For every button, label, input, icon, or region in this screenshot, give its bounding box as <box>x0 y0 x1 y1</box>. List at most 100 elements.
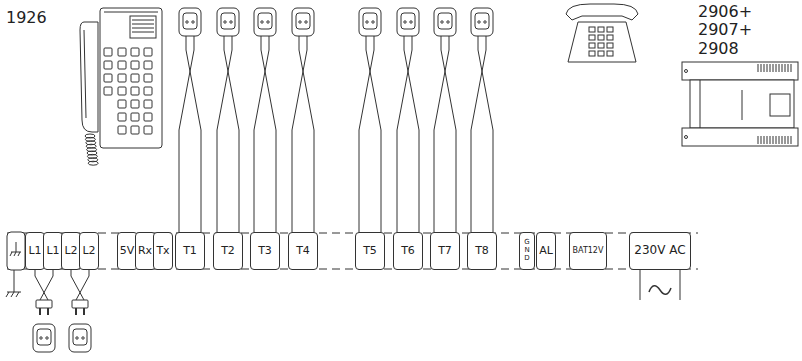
phone-model-number: 1926 <box>6 8 47 27</box>
desk-telephone <box>566 4 638 62</box>
key <box>144 113 152 121</box>
key <box>131 87 139 95</box>
socket-hole <box>404 21 406 23</box>
twisted-wire <box>292 36 307 232</box>
earth-terminal <box>7 232 25 270</box>
cooling-fin <box>788 136 789 144</box>
socket-hole <box>40 337 42 339</box>
socket-hole <box>478 21 480 23</box>
cooling-fin <box>773 136 774 144</box>
terminal: GND <box>519 232 535 270</box>
cooling-fin <box>761 136 762 144</box>
terminal: AL <box>536 232 556 270</box>
cooling-fin <box>776 64 777 72</box>
key <box>144 100 152 108</box>
key <box>144 74 152 82</box>
socket-hole <box>224 21 226 23</box>
terminal: T8 <box>467 232 497 270</box>
cord-coil <box>88 161 98 165</box>
twisted-wire <box>299 36 314 232</box>
cooling-fin <box>761 64 762 72</box>
mains-wire <box>640 270 680 300</box>
key <box>131 126 139 134</box>
socket-face <box>363 13 377 29</box>
socket-hole <box>299 21 301 23</box>
cooling-fin <box>782 136 783 144</box>
twisted-wire <box>254 36 269 232</box>
terminal: L1 <box>43 232 63 270</box>
key <box>607 27 613 32</box>
cooling-fin <box>785 136 786 144</box>
key <box>144 61 152 69</box>
terminal-label: 5V <box>120 245 135 257</box>
socket-face <box>258 13 272 29</box>
socket-hole <box>447 21 449 23</box>
plug-pin <box>75 308 77 315</box>
mains-lead <box>71 270 84 300</box>
terminal: 230V AC <box>629 232 691 270</box>
terminal-label: GND <box>524 239 531 262</box>
terminal: BAT12V <box>569 232 607 270</box>
socket-face <box>73 329 87 345</box>
mains-lead <box>35 270 48 300</box>
socket-hole <box>441 21 443 23</box>
console-phone <box>80 8 162 165</box>
socket-face <box>221 13 235 29</box>
socket-hole <box>82 337 84 339</box>
mains-lead <box>40 270 53 300</box>
terminal: T1 <box>175 232 205 270</box>
terminal-label: T5 <box>363 245 377 257</box>
cooling-fin <box>791 136 792 144</box>
cooling-fin <box>779 64 780 72</box>
socket <box>292 8 314 36</box>
terminal-label: T7 <box>438 245 452 257</box>
twisted-wire <box>261 36 276 232</box>
terminal-label: AL <box>539 245 553 257</box>
cooling-fin <box>791 64 792 72</box>
twisted-wire <box>366 36 381 232</box>
key <box>589 27 595 32</box>
twisted-wire <box>217 36 232 232</box>
twisted-wire <box>224 36 239 232</box>
key <box>118 100 126 108</box>
cooling-fin <box>764 136 765 144</box>
cooling-fin <box>767 64 768 72</box>
terminal-label: L2 <box>64 245 77 257</box>
key <box>118 61 126 69</box>
key <box>118 126 126 134</box>
terminal: L2 <box>61 232 81 270</box>
key <box>131 113 139 121</box>
twisted-wire <box>397 36 412 232</box>
terminal-label: T6 <box>401 245 415 257</box>
terminal-label: BAT12V <box>573 247 604 256</box>
unit-model-number: 2906+ <box>698 2 752 21</box>
cooling-fin <box>770 136 771 144</box>
terminal-label: Tx <box>156 245 169 257</box>
key <box>131 74 139 82</box>
key <box>589 43 595 48</box>
twisted-wire <box>179 36 194 232</box>
unit-model-number: 2908 <box>698 39 739 58</box>
socket-hole <box>372 21 374 23</box>
key <box>589 35 595 40</box>
key <box>118 113 126 121</box>
key <box>118 74 126 82</box>
terminal: T6 <box>393 232 423 270</box>
key <box>598 51 604 56</box>
twisted-wire <box>359 36 374 232</box>
cooling-fin <box>770 64 771 72</box>
key <box>144 126 152 134</box>
socket-face <box>37 329 51 345</box>
socket-hole <box>230 21 232 23</box>
socket <box>217 8 239 36</box>
key <box>104 61 112 69</box>
socket-hole <box>366 21 368 23</box>
socket-hole <box>46 337 48 339</box>
socket-face <box>438 13 452 29</box>
socket-hole <box>76 337 78 339</box>
key <box>104 48 112 56</box>
terminal: L2 <box>79 232 99 270</box>
key <box>607 35 613 40</box>
key <box>131 48 139 56</box>
